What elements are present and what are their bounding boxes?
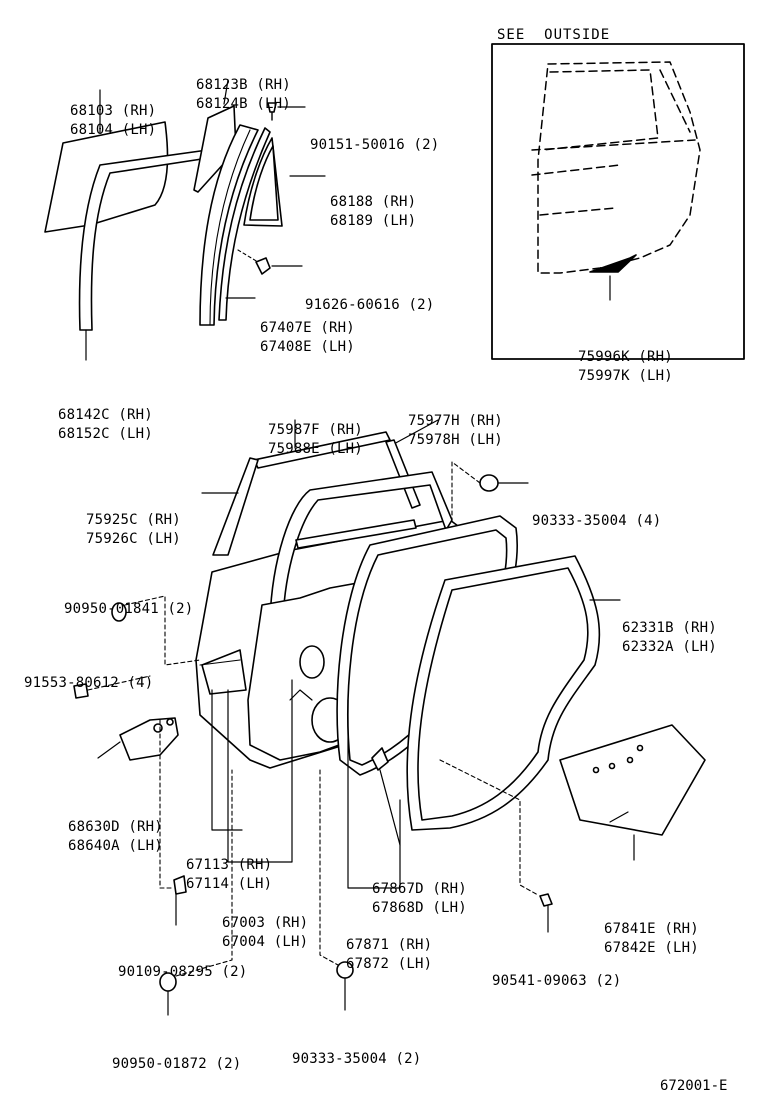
trim-clip bbox=[371, 747, 401, 846]
label-screw: 90151-50016 (2) bbox=[310, 137, 440, 153]
division-bar bbox=[193, 79, 237, 193]
label-run-channel: 67407E (RH)67408E (LH) bbox=[260, 320, 355, 355]
frame-moulding bbox=[201, 457, 259, 556]
label-trim-clip: 67867D (RH)67868D (LH) bbox=[372, 881, 467, 916]
label-door-glass: 68103 (RH)68104 (LH) bbox=[70, 103, 157, 138]
outside-view-inset bbox=[491, 43, 745, 360]
label-door-check: 68630D (RH)68640A (LH) bbox=[68, 819, 163, 854]
door-frame bbox=[269, 471, 453, 621]
hole-plug-lower bbox=[159, 769, 233, 1016]
door-weatherstrip-outer bbox=[406, 555, 621, 831]
label-belt-moulding-outer: 75977H (RH)75978H (LH) bbox=[408, 413, 503, 448]
label-clip-c: 90541-09063 (2) bbox=[492, 973, 622, 989]
label-glass-run: 68142C (RH)68152C (LH) bbox=[58, 407, 153, 442]
label-hinge-bolt: 91553-80612 (4) bbox=[24, 675, 154, 691]
label-quarter-glass: 68188 (RH)68189 (LH) bbox=[330, 194, 417, 229]
door-check bbox=[97, 717, 179, 761]
hinge-bolt bbox=[73, 675, 151, 699]
service-hole-cover bbox=[559, 724, 706, 861]
label-bolt-lower: 90109-08295 (2) bbox=[118, 964, 248, 980]
label-frame-moulding: 75925C (RH)75926C (LH) bbox=[86, 512, 181, 547]
label-weatherstrip-inner: 67871 (RH)67872 (LH) bbox=[346, 937, 433, 972]
clip-bolt bbox=[237, 249, 303, 275]
clip-c bbox=[439, 759, 553, 933]
label-clip-bolt: 91626-60616 (2) bbox=[305, 297, 435, 313]
quarter-glass bbox=[243, 137, 326, 227]
run-channel bbox=[199, 124, 271, 326]
plug-upper bbox=[451, 461, 529, 521]
label-division-bar: 68123B (RH)68124B (LH) bbox=[196, 77, 291, 112]
screw bbox=[267, 102, 306, 121]
label-plug-upper: 90333-35004 (4) bbox=[532, 513, 662, 529]
inset-title: SEE OUTSIDE bbox=[497, 27, 611, 43]
label-hole-plug-upper: 90950-01841 (2) bbox=[64, 601, 194, 617]
label-belt-moulding-inner: 75987F (RH)75988E (LH) bbox=[268, 422, 363, 457]
diagram-code: 672001-E bbox=[660, 1078, 728, 1094]
label-hole-plug-lower: 90950-01872 (2) bbox=[112, 1056, 242, 1072]
label-panel-sub: 67113 (RH)67114 (LH) bbox=[186, 857, 273, 892]
label-inset-part: 75996K (RH)75997K (LH) bbox=[578, 349, 673, 384]
label-door-panel: 67003 (RH)67004 (LH) bbox=[222, 915, 309, 950]
plug-bottom bbox=[319, 769, 354, 1011]
hole-plug-upper bbox=[111, 595, 201, 666]
label-plug-bottom: 90333-35004 (2) bbox=[292, 1051, 422, 1067]
leader-brackets bbox=[211, 679, 401, 889]
label-hole-cover: 67841E (RH)67842E (LH) bbox=[604, 921, 699, 956]
label-weatherstrip: 62331B (RH)62332A (LH) bbox=[622, 620, 717, 655]
bolt-lower bbox=[159, 719, 187, 926]
